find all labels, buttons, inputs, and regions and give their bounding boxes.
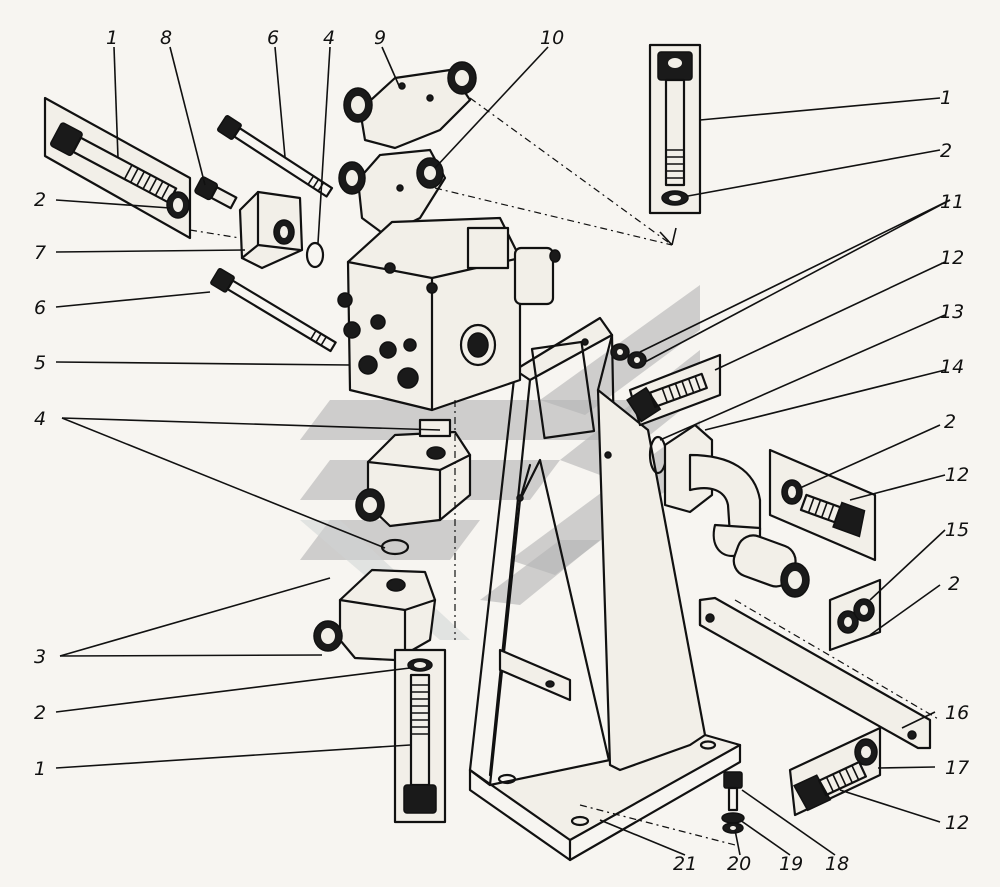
bolt-panel-lower-center xyxy=(393,648,447,824)
callout-2: 2 xyxy=(944,411,956,433)
fitting-part-8 xyxy=(194,176,238,210)
callout-2: 2 xyxy=(34,189,46,211)
callout-1: 1 xyxy=(34,758,46,780)
o-ring-part-4-upper xyxy=(305,241,325,269)
callout-11: 11 xyxy=(940,191,964,213)
callout-14: 14 xyxy=(940,356,964,378)
callout-8: 8 xyxy=(160,27,172,49)
callout-9: 9 xyxy=(374,27,386,49)
callout-2: 2 xyxy=(948,573,960,595)
bolt-panel-part-12-middle xyxy=(768,448,877,562)
callout-numbers: 1 8 6 4 9 10 1 2 11 2 12 7 6 13 5 14 4 2… xyxy=(34,27,969,875)
callout-4: 4 xyxy=(34,408,46,430)
nut-part-11 xyxy=(610,343,647,369)
callout-2: 2 xyxy=(940,140,952,162)
callout-13: 13 xyxy=(940,301,964,323)
elbow-pipe-part-14 xyxy=(663,423,810,598)
callout-12: 12 xyxy=(945,464,969,486)
bolt-panel-part-12-upper xyxy=(626,353,722,427)
washer-panel-part-15 xyxy=(828,578,882,652)
callout-15: 15 xyxy=(945,519,969,541)
stand-frame xyxy=(468,316,742,862)
callout-20: 20 xyxy=(727,853,751,875)
callout-1: 1 xyxy=(940,87,952,109)
callout-4: 4 xyxy=(323,27,335,49)
bolt-panel-upper-left xyxy=(43,96,192,240)
bolt-panel-top-right xyxy=(648,43,702,215)
block-part-3 xyxy=(313,568,437,662)
cover-part-10 xyxy=(338,148,447,237)
callout-21: 21 xyxy=(673,853,697,875)
bolt-panel-part-12-lower xyxy=(788,726,882,817)
callout-5: 5 xyxy=(34,352,46,374)
block-part-7 xyxy=(238,190,304,270)
callout-12: 12 xyxy=(945,812,969,834)
valve-block-part-5 xyxy=(337,216,561,412)
callout-10: 10 xyxy=(540,27,564,49)
callout-17: 17 xyxy=(945,757,969,779)
callout-2: 2 xyxy=(34,702,46,724)
cover-part-9 xyxy=(343,61,477,150)
long-bolt-part-6-upper xyxy=(217,115,334,198)
long-bolt-part-6-lower xyxy=(210,267,337,353)
callout-7: 7 xyxy=(34,242,46,264)
callout-16: 16 xyxy=(945,702,969,724)
block-part-4-middle xyxy=(355,418,472,528)
callout-18: 18 xyxy=(825,853,849,875)
small-bolt-part-18 xyxy=(721,771,745,834)
alignment-lines xyxy=(189,97,941,846)
callout-6: 6 xyxy=(34,297,46,319)
callout-19: 19 xyxy=(779,853,803,875)
callout-12: 12 xyxy=(940,247,964,269)
callout-3: 3 xyxy=(34,646,46,668)
leader-lines xyxy=(55,46,951,856)
mounting-bar-part-16 xyxy=(698,596,932,750)
callout-6: 6 xyxy=(267,27,279,49)
callout-1: 1 xyxy=(106,27,118,49)
